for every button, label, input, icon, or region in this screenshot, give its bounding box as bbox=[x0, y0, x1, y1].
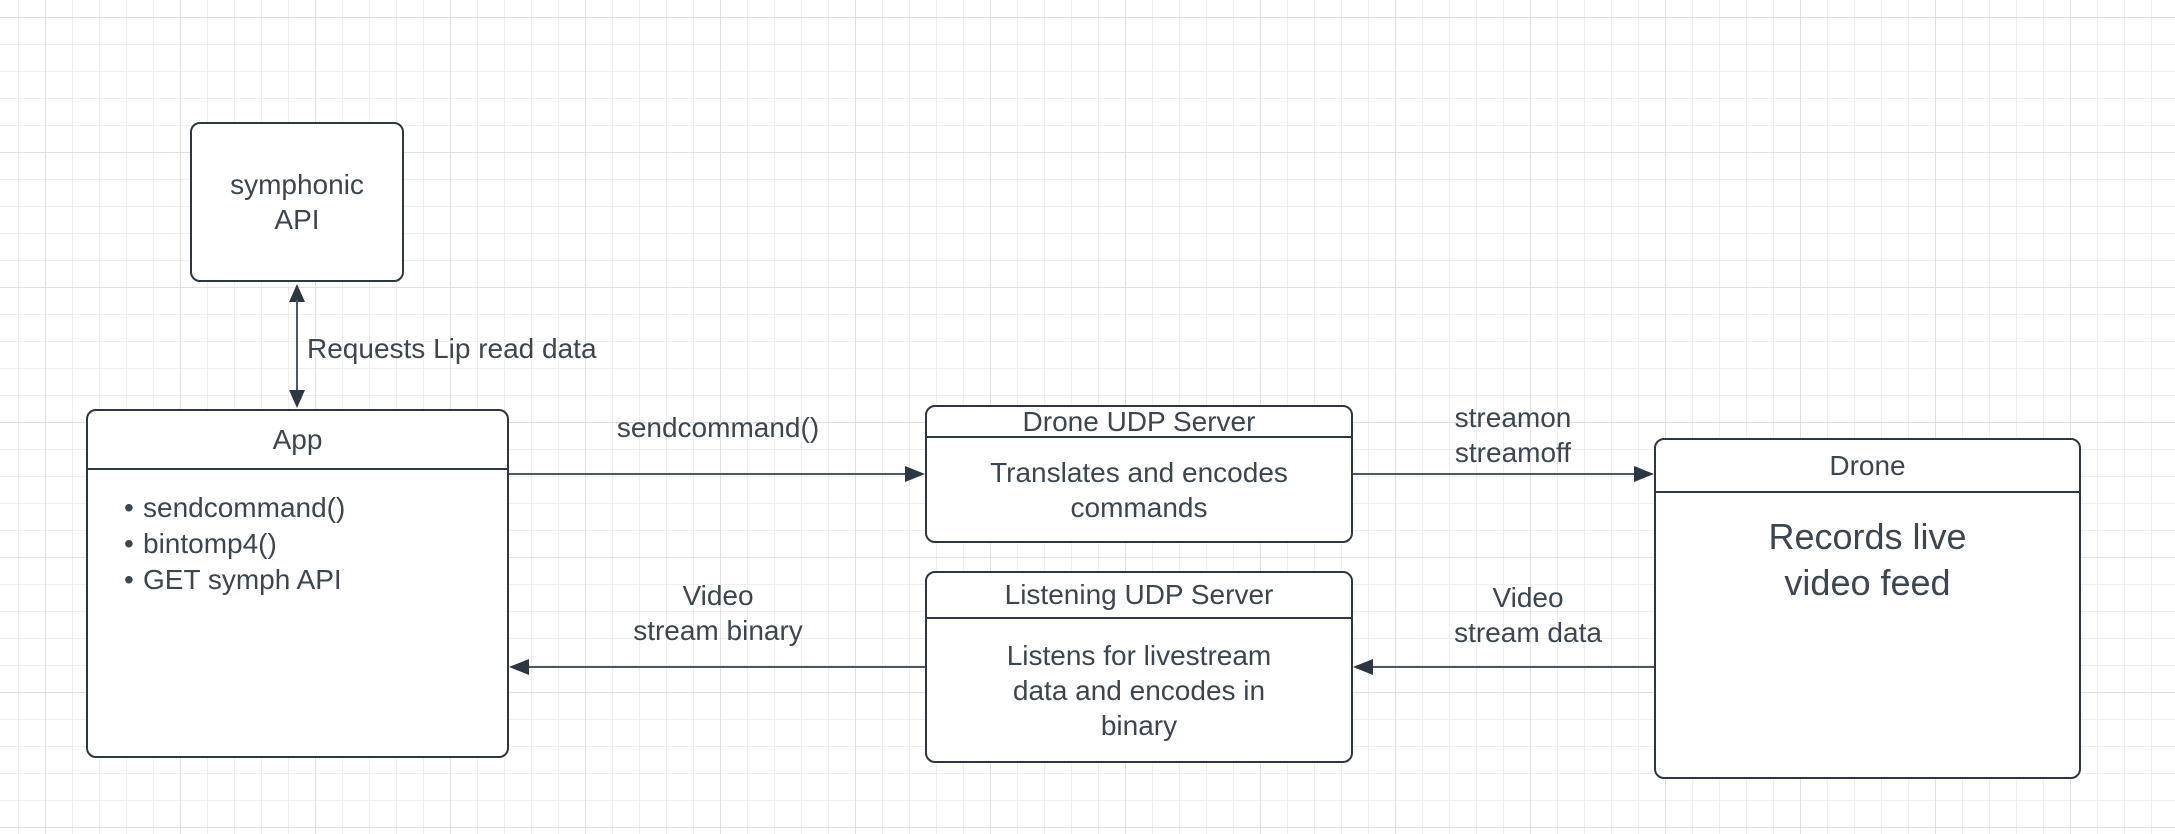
label-line: streamoff bbox=[1454, 437, 1572, 468]
list-item: • bintomp4() bbox=[88, 526, 507, 562]
label-line: Video bbox=[1492, 582, 1564, 613]
body-line: binary bbox=[1100, 709, 1178, 741]
body-line: commands bbox=[1070, 491, 1208, 523]
arrowhead-down-icon bbox=[289, 390, 305, 408]
node-symphonic-api-label: symphonic API bbox=[192, 124, 402, 280]
node-drone-body: Records live video feed bbox=[1656, 493, 2079, 777]
edge-label-sendcommand[interactable]: sendcommand() bbox=[616, 412, 820, 443]
edge-line[interactable] bbox=[1373, 666, 1654, 668]
edge-label-video-stream-binary[interactable]: Video stream binary bbox=[633, 578, 803, 648]
arrowhead-up-icon bbox=[289, 284, 305, 302]
edge-label-streamon-streamoff[interactable]: streamon streamoff bbox=[1455, 400, 1572, 470]
node-drone-udp-server[interactable]: Drone UDP Server Translates and encodes … bbox=[925, 405, 1353, 543]
body-line: Translates and encodes bbox=[990, 456, 1288, 488]
label-line: streamon bbox=[1454, 402, 1572, 433]
node-symphonic-api[interactable]: symphonic API bbox=[190, 122, 404, 282]
node-app-method-list: • sendcommand() • bintomp4() • GET symph AP… bbox=[88, 470, 507, 598]
node-listening-udp-server-body: Listens for livestream data and encodes … bbox=[927, 619, 1351, 761]
edge-label-video-stream-data[interactable]: Video stream data bbox=[1454, 580, 1602, 650]
node-app-title: App bbox=[88, 411, 507, 470]
label-line: symphonic bbox=[230, 169, 364, 200]
body-line: data and encodes in bbox=[1012, 674, 1266, 706]
node-listening-udp-server[interactable]: Listening UDP Server Listens for livestr… bbox=[925, 571, 1353, 763]
node-app[interactable]: App • sendcommand() • bintomp4() • GET symp… bbox=[86, 409, 509, 758]
arrowhead-right-icon bbox=[1634, 466, 1654, 482]
label-line: API bbox=[274, 204, 320, 235]
edge-line[interactable] bbox=[509, 473, 905, 475]
body-line: Records live bbox=[1768, 516, 1967, 557]
list-item: • sendcommand() bbox=[88, 490, 507, 526]
edge-label-requests-lip-read-data[interactable]: Requests Lip read data bbox=[307, 333, 597, 364]
list-item: • GET symph API bbox=[88, 562, 507, 598]
node-drone-udp-server-body: Translates and encodes commands bbox=[927, 438, 1351, 541]
label-line: stream binary bbox=[633, 615, 803, 646]
arrowhead-left-icon bbox=[509, 659, 529, 675]
label-line: Video bbox=[682, 580, 754, 611]
edge-line[interactable] bbox=[1353, 473, 1634, 475]
label-line: stream data bbox=[1454, 617, 1602, 648]
node-drone-udp-server-title: Drone UDP Server bbox=[927, 406, 1351, 438]
list-item-label: GET symph API bbox=[143, 564, 342, 595]
list-item-label: bintomp4() bbox=[143, 528, 277, 559]
edge-line[interactable] bbox=[529, 666, 925, 668]
node-drone[interactable]: Drone Records live video feed bbox=[1654, 438, 2081, 779]
node-drone-title: Drone bbox=[1656, 440, 2079, 493]
bullet-icon: • bbox=[124, 528, 134, 559]
edge-line[interactable] bbox=[296, 300, 298, 390]
bullet-icon: • bbox=[124, 492, 134, 523]
body-line: Listens for livestream bbox=[1006, 639, 1272, 671]
node-listening-udp-server-title: Listening UDP Server bbox=[927, 573, 1351, 619]
arrowhead-right-icon bbox=[905, 466, 925, 482]
list-item-label: sendcommand() bbox=[143, 492, 346, 523]
body-line: video feed bbox=[1784, 562, 1951, 603]
arrowhead-left-icon bbox=[1353, 659, 1373, 675]
bullet-icon: • bbox=[124, 564, 134, 595]
